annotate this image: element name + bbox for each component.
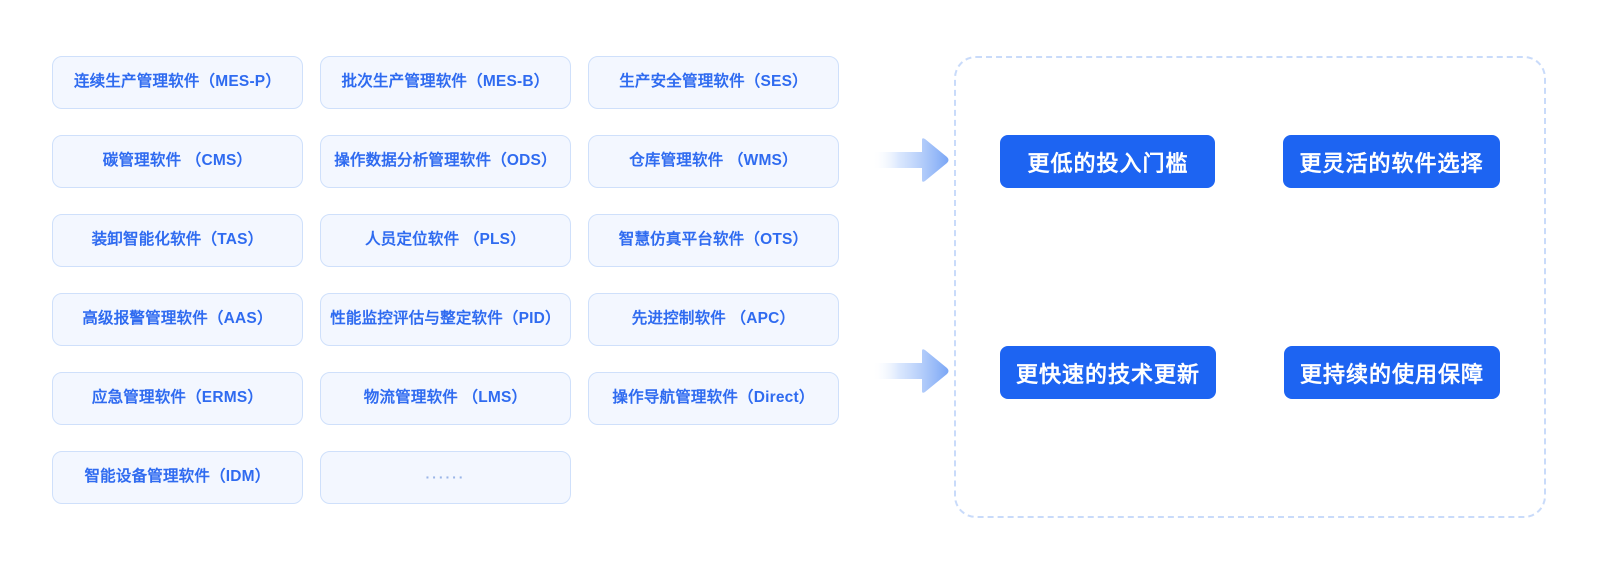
software-card-label: 装卸智能化软件（TAS） [91, 231, 264, 249]
arrow-right-icon [872, 348, 950, 394]
software-card-label: 操作数据分析管理软件（ODS） [334, 152, 557, 170]
software-card[interactable]: 性能监控评估与整定软件（PID） [320, 293, 571, 346]
software-card[interactable]: 人员定位软件 （PLS） [320, 214, 571, 267]
benefit-chip[interactable]: 更持续的使用保障 [1284, 346, 1501, 399]
software-card[interactable]: 连续生产管理软件（MES-P） [52, 56, 303, 109]
software-card[interactable]: 操作数据分析管理软件（ODS） [320, 135, 571, 188]
software-card-label: 连续生产管理软件（MES-P） [73, 73, 282, 91]
software-card[interactable]: 装卸智能化软件（TAS） [52, 214, 303, 267]
software-card-label: 仓库管理软件 （WMS） [629, 152, 798, 170]
benefit-chip-label: 更快速的技术更新 [1015, 361, 1200, 387]
software-card[interactable]: ······ [320, 451, 571, 504]
software-card[interactable]: 应急管理软件（ERMS） [52, 372, 303, 425]
software-card-label: ······ [425, 469, 466, 486]
software-card[interactable]: 仓库管理软件 （WMS） [588, 135, 839, 188]
software-card-label: 人员定位软件 （PLS） [365, 231, 526, 249]
software-card-placeholder [588, 451, 839, 504]
software-card[interactable]: 生产安全管理软件（SES） [588, 56, 839, 109]
software-card-label: 智能设备管理软件（IDM） [84, 468, 271, 486]
benefit-chip-label: 更低的投入门槛 [1027, 150, 1189, 176]
software-card-label: 高级报警管理软件（AAS） [82, 310, 273, 328]
benefit-chip-label: 更灵活的软件选择 [1299, 150, 1484, 176]
benefits-row-2: 更快速的技术更新 更持续的使用保障 [956, 346, 1544, 399]
software-card[interactable]: 智能设备管理软件（IDM） [52, 451, 303, 504]
benefit-chip[interactable]: 更快速的技术更新 [999, 346, 1216, 399]
software-card-label: 物流管理软件 （LMS） [363, 389, 528, 407]
software-card-label: 生产安全管理软件（SES） [619, 73, 808, 91]
benefit-chip-label: 更持续的使用保障 [1300, 361, 1485, 387]
benefits-panel: 更低的投入门槛 更灵活的软件选择 更快速的技术更新 更持续的使用保障 [954, 56, 1546, 518]
arrow-right-icon [872, 137, 950, 183]
software-card-label: 智慧仿真平台软件（OTS） [618, 231, 809, 249]
benefit-chip[interactable]: 更灵活的软件选择 [1283, 135, 1500, 188]
software-card[interactable]: 物流管理软件 （LMS） [320, 372, 571, 425]
software-card-label: 性能监控评估与整定软件（PID） [330, 310, 561, 328]
software-card[interactable]: 先进控制软件 （APC） [588, 293, 839, 346]
software-card-label: 应急管理软件（ERMS） [91, 389, 264, 407]
benefit-chip[interactable]: 更低的投入门槛 [1000, 135, 1216, 188]
software-card[interactable]: 碳管理软件 （CMS） [52, 135, 303, 188]
software-card-label: 先进控制软件 （APC） [631, 310, 796, 328]
software-card-grid: 连续生产管理软件（MES-P） 批次生产管理软件（MES-B） 生产安全管理软件（S… [52, 56, 839, 504]
software-card[interactable]: 高级报警管理软件（AAS） [52, 293, 303, 346]
software-card-label: 碳管理软件 （CMS） [102, 152, 253, 170]
software-card[interactable]: 智慧仿真平台软件（OTS） [588, 214, 839, 267]
software-card-label: 批次生产管理软件（MES-B） [341, 73, 550, 91]
benefits-row-1: 更低的投入门槛 更灵活的软件选择 [956, 135, 1544, 188]
software-card[interactable]: 操作导航管理软件（Direct） [588, 372, 839, 425]
software-card-label: 操作导航管理软件（Direct） [612, 389, 815, 407]
software-card[interactable]: 批次生产管理软件（MES-B） [320, 56, 571, 109]
